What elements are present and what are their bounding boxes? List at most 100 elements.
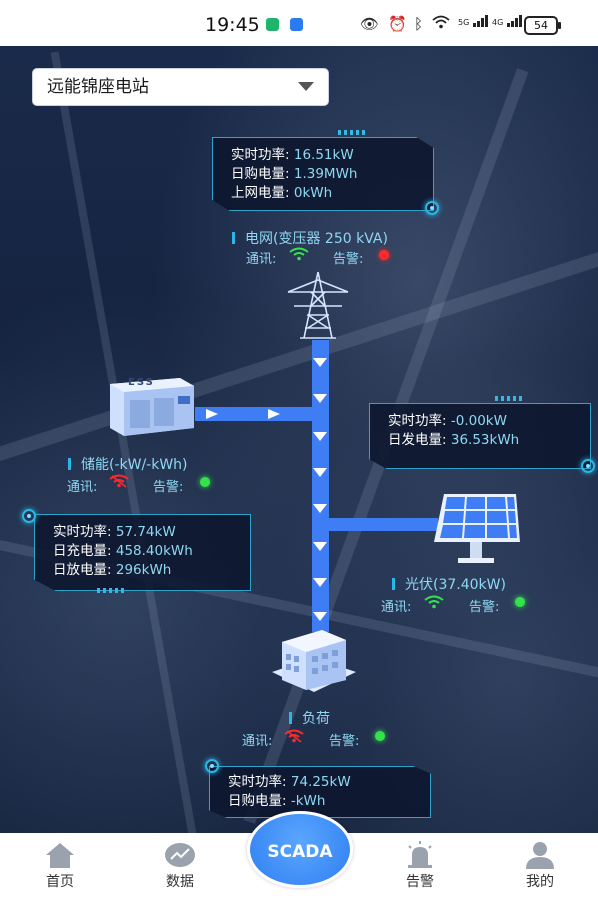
- load-alarm-label: 告警:: [329, 734, 360, 749]
- storage-charge-value: 458.40kWh: [115, 543, 193, 559]
- map-road: [50, 51, 198, 833]
- load-info-panel: 实时功率: 74.25kW 日购电量: -kWh: [209, 766, 431, 818]
- signal-4g-icon: 4G: [492, 14, 524, 28]
- bluetooth-icon: ᛒ: [414, 15, 424, 33]
- load-power-label: 实时功率:: [228, 774, 287, 790]
- flow-arrow-icon: [313, 504, 327, 513]
- cloud-notification-icon: [290, 18, 303, 31]
- load-building-icon: [270, 628, 358, 694]
- storage-title: 储能(-kW/-kWh): [68, 454, 188, 474]
- grid-comm-label: 通讯:: [246, 252, 277, 267]
- chart-icon: [165, 843, 195, 867]
- nav-data[interactable]: 数据: [140, 833, 220, 900]
- flow-line-pv: [320, 518, 438, 531]
- nav-data-label: 数据: [166, 874, 194, 890]
- eye-icon: 👁: [360, 15, 380, 33]
- scada-button[interactable]: SCADA: [247, 811, 353, 888]
- app-notification-icon: [266, 18, 279, 31]
- pv-alarm-indicator: [515, 597, 525, 607]
- panel-decoration: [338, 130, 368, 135]
- panel-anchor-icon: [22, 509, 36, 523]
- panel-anchor-icon: [425, 201, 439, 215]
- grid-purchased-value: 1.39MWh: [293, 166, 358, 182]
- status-time: 19:45: [205, 14, 260, 36]
- storage-comm-wifi-icon: [109, 474, 129, 492]
- flow-arrow-icon: [313, 578, 327, 587]
- panel-decoration: [97, 588, 127, 593]
- pv-generation-value: 36.53kWh: [450, 432, 520, 448]
- battery-icon: 54: [524, 16, 561, 35]
- load-title-text: 负荷: [302, 711, 330, 727]
- signal-5g-icon: 5G: [458, 14, 490, 28]
- pv-comm-wifi-icon: [424, 595, 444, 613]
- storage-alarm-indicator: [200, 477, 210, 487]
- pv-power-row: 实时功率: -0.00kW: [388, 412, 590, 431]
- flow-arrow-icon: [313, 358, 327, 367]
- pv-power-label: 实时功率:: [388, 413, 447, 429]
- storage-discharge-row: 日放电量: 296kWh: [53, 561, 250, 580]
- flow-arrow-icon: [313, 468, 327, 477]
- storage-power-label: 实时功率:: [53, 524, 112, 540]
- pv-generation-label: 日发电量:: [388, 432, 447, 448]
- load-purchased-row: 日购电量: -kWh: [228, 792, 430, 811]
- storage-discharge-value: 296kWh: [115, 562, 172, 578]
- storage-power-value: 57.74kW: [115, 524, 176, 540]
- storage-alarm-label: 告警:: [153, 480, 184, 495]
- panel-anchor-icon: [205, 759, 219, 773]
- grid-power-row: 实时功率: 16.51kW: [231, 146, 433, 165]
- load-alarm-indicator: [375, 731, 385, 741]
- nav-mine[interactable]: 我的: [500, 833, 580, 900]
- title-marker: [392, 578, 395, 590]
- grid-comm-wifi-icon: [289, 247, 309, 265]
- pv-alarm-label: 告警:: [469, 600, 500, 615]
- flow-arrow-icon: [268, 409, 280, 419]
- nav-home-label: 首页: [46, 874, 74, 890]
- home-icon: [46, 843, 74, 868]
- station-select[interactable]: 远能锦座电站: [32, 68, 329, 106]
- flow-arrow-icon: [206, 409, 218, 419]
- pv-info-panel: 实时功率: -0.00kW 日发电量: 36.53kWh: [369, 403, 591, 469]
- grid-title: 电网(变压器 250 kVA): [232, 228, 388, 248]
- grid-alarm-indicator: [379, 250, 389, 260]
- energy-storage-unit-icon: ESS: [100, 376, 196, 438]
- storage-comm-label: 通讯:: [67, 480, 98, 495]
- flow-line-storage: [195, 407, 320, 421]
- title-marker: [232, 232, 235, 244]
- pv-comm-label: 通讯:: [381, 600, 412, 615]
- network-5g-label: 5G: [458, 18, 470, 27]
- pv-generation-row: 日发电量: 36.53kWh: [388, 431, 590, 450]
- panel-decoration: [495, 396, 525, 401]
- panel-anchor-icon: [581, 459, 595, 473]
- pv-title: 光伏(37.40kW): [392, 574, 506, 594]
- alarm-clock-icon: ⏰: [388, 15, 407, 33]
- storage-charge-row: 日充电量: 458.40kWh: [53, 542, 250, 561]
- grid-purchased-row: 日购电量: 1.39MWh: [231, 165, 433, 184]
- grid-alarm-label: 告警:: [333, 252, 364, 267]
- title-marker: [289, 712, 292, 724]
- wifi-icon: [432, 15, 450, 33]
- alarm-bell-icon: [408, 841, 432, 868]
- grid-info-panel: 实时功率: 16.51kW 日购电量: 1.39MWh 上网电量: 0kWh: [212, 137, 434, 211]
- nav-home[interactable]: 首页: [20, 833, 100, 900]
- load-power-value: 74.25kW: [290, 774, 351, 790]
- pv-power-value: -0.00kW: [450, 413, 507, 429]
- pv-title-text: 光伏(37.40kW): [405, 577, 506, 593]
- load-purchased-label: 日购电量:: [228, 793, 287, 809]
- storage-title-text: 储能(-kW/-kWh): [81, 457, 188, 473]
- flow-arrow-icon: [313, 394, 327, 403]
- network-4g-label: 4G: [492, 18, 504, 27]
- nav-alarm[interactable]: 告警: [380, 833, 460, 900]
- load-purchased-value: -kWh: [290, 793, 326, 809]
- flow-arrow-icon: [313, 542, 327, 551]
- load-comm-wifi-icon: [284, 729, 304, 747]
- load-comm-label: 通讯:: [242, 734, 273, 749]
- transmission-tower-icon: [282, 270, 354, 340]
- flow-arrow-icon: [313, 432, 327, 441]
- grid-export-label: 上网电量:: [231, 185, 290, 201]
- flow-line-main: [312, 340, 329, 632]
- flow-arrow-icon: [313, 612, 327, 621]
- title-marker: [68, 458, 71, 470]
- storage-info-panel: 实时功率: 57.74kW 日充电量: 458.40kWh 日放电量: 296k…: [34, 514, 251, 591]
- grid-power-value: 16.51kW: [293, 147, 354, 163]
- grid-power-label: 实时功率:: [231, 147, 290, 163]
